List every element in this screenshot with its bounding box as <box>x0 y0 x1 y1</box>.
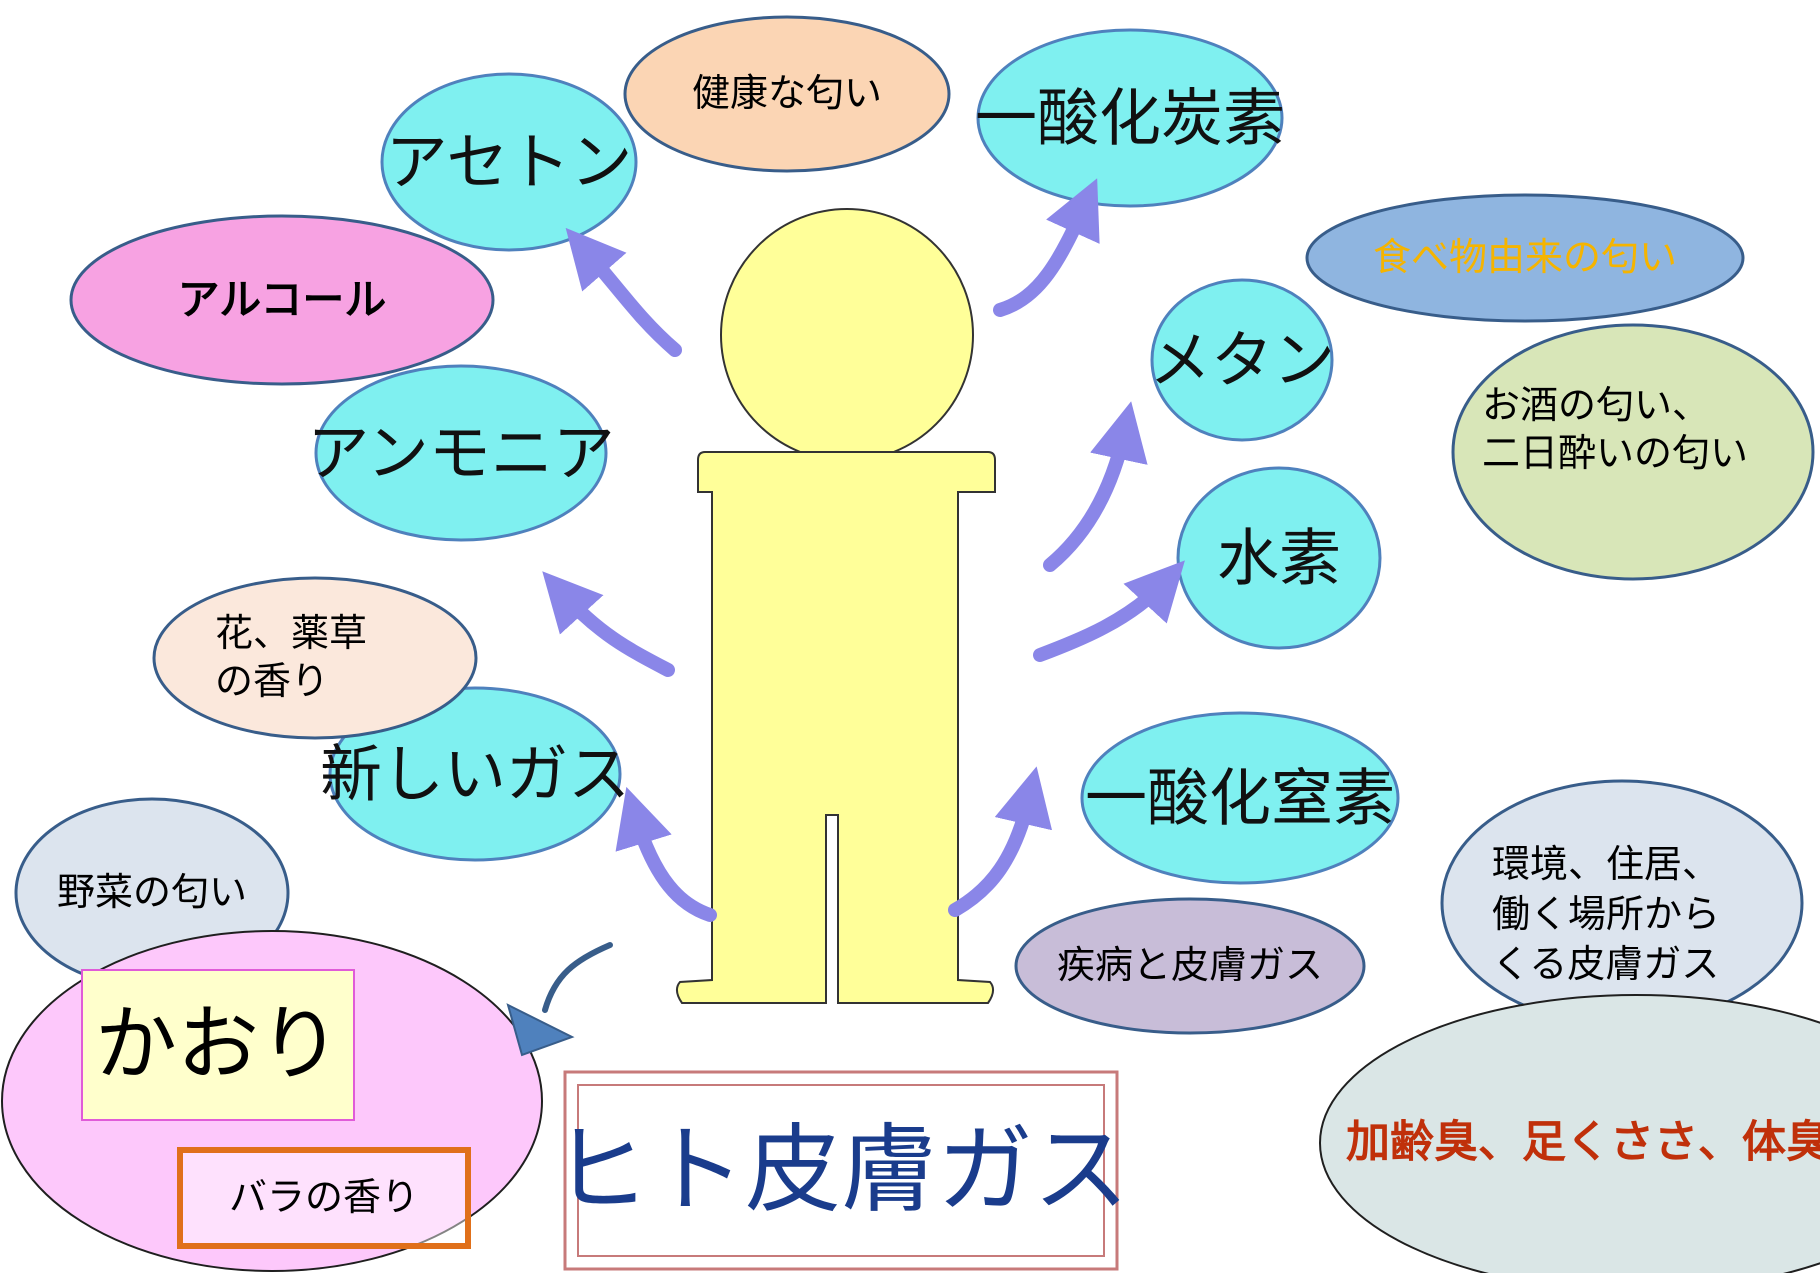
environment-label-line3: くる皮膚ガス <box>1492 942 1720 986</box>
arrow-hydrogen <box>1033 560 1185 662</box>
hydrogen-bubble <box>1176 466 1382 650</box>
nitric-oxide-bubble <box>1080 711 1400 885</box>
alcohol-label: アルコール <box>177 274 387 324</box>
vegetable-label: 野菜の匂い <box>56 870 248 915</box>
human-figure <box>676 208 996 1004</box>
food-bubble <box>1305 193 1745 323</box>
healthy-bubble <box>623 15 951 173</box>
arrow-ammonia <box>542 571 675 677</box>
sake-label-line1: お酒の匂い、 <box>1482 383 1711 427</box>
alcohol-bubble <box>69 214 495 386</box>
methane-bubble <box>1150 278 1334 442</box>
flower-label-line1: 花、薬草 <box>215 611 368 655</box>
arrow-methane <box>1043 401 1148 572</box>
aging-label: 加齢臭、足くささ、体臭 <box>1346 1116 1820 1168</box>
nitric-oxide-label: 一酸化窒素 <box>1084 761 1396 835</box>
disease-label: 疾病と皮膚ガス <box>1056 943 1324 988</box>
aging-bubble <box>1319 994 1820 1277</box>
fragrance-arrowhead <box>506 1003 575 1057</box>
acetone-label: アセトン <box>385 125 633 199</box>
methane-label: メタン <box>1148 323 1336 397</box>
arrow-carbon-monoxide <box>993 178 1100 317</box>
carbon-monoxide-label: 一酸化炭素 <box>974 81 1286 155</box>
rose-label: バラの香り <box>228 1175 420 1220</box>
sake-bubble <box>1451 323 1815 581</box>
fragrance-arrow-line <box>542 942 613 1013</box>
flower-bubble <box>152 576 478 740</box>
flower-label-line2: の香り <box>215 659 330 703</box>
new-gas-label: 新しいガス <box>319 737 631 811</box>
new-gas-bubble <box>328 686 622 862</box>
main-title: ヒト皮膚ガス <box>553 1113 1129 1226</box>
carbon-monoxide-bubble <box>976 28 1284 208</box>
rose-box <box>177 1147 471 1249</box>
ammonia-label: アンモニア <box>307 416 615 490</box>
kaori-box <box>81 969 355 1121</box>
arrow-new-gas <box>615 786 717 922</box>
kaori-label: かおり <box>94 996 342 1092</box>
gas-arrows <box>542 178 1185 922</box>
acetone-bubble <box>380 72 638 252</box>
disease-bubble <box>1014 897 1366 1035</box>
sake-label-line2: 二日酔いの匂い <box>1482 431 1749 475</box>
figure-head <box>720 208 974 462</box>
food-label: 食べ物由来の匂い <box>1372 235 1678 280</box>
hydrogen-label: 水素 <box>1216 521 1342 595</box>
environment-label-line1: 環境、住居、 <box>1492 842 1721 886</box>
figure-body <box>676 451 996 1004</box>
arrow-acetone <box>565 227 682 357</box>
environment-label-line2: 働く場所から <box>1492 892 1721 936</box>
title-box-inner <box>577 1084 1105 1257</box>
healthy-label: 健康な匂い <box>691 71 883 116</box>
arrow-nitric-oxide <box>948 766 1053 917</box>
ammonia-bubble <box>314 364 608 542</box>
